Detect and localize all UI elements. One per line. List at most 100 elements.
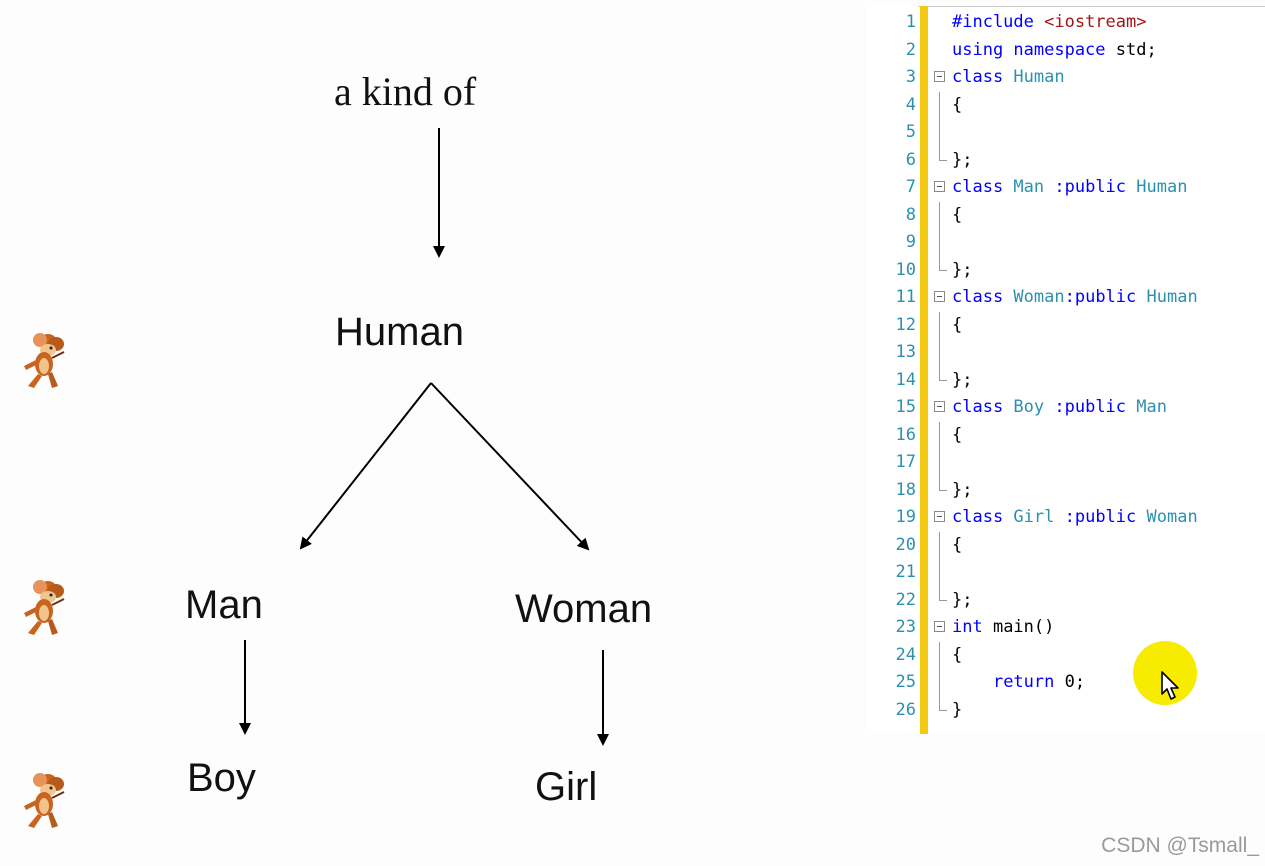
fold-guide-line: [939, 201, 940, 229]
fold-end-line: [939, 586, 947, 601]
fold-end-line: [939, 146, 947, 161]
watermark: CSDN @Tsmall_: [1101, 834, 1259, 857]
line-number: 23: [895, 617, 916, 637]
change-tracking-bar: [920, 6, 928, 734]
code-line[interactable]: 1 #include <iostream>: [866, 9, 1265, 37]
code-token-plain: {: [952, 424, 963, 445]
fold-guide-line: [939, 531, 940, 559]
jerry-mouse-icon: [24, 580, 65, 635]
code-line[interactable]: 9: [866, 229, 1265, 257]
fold-end-line: [939, 366, 947, 381]
collapse-toggle-icon[interactable]: [934, 291, 945, 302]
arrow-human-to-man: [299, 382, 432, 550]
code-line[interactable]: 14};: [866, 366, 1265, 395]
code-text: class Girl :public Woman: [952, 504, 1198, 532]
node-human: Human: [335, 310, 464, 354]
code-token-plain: {: [952, 644, 963, 665]
node-woman: Woman: [515, 587, 653, 631]
cursor-highlight: [1133, 641, 1197, 705]
code-text: {: [952, 422, 962, 450]
jerry-mouse-icon: [24, 333, 65, 388]
code-text: };: [952, 477, 972, 505]
code-line[interactable]: 17: [866, 449, 1265, 477]
line-number: 14: [895, 369, 916, 390]
code-token-keyword: return: [992, 672, 1065, 692]
node-man: Man: [185, 583, 263, 627]
fold-guide-line: [939, 641, 940, 669]
code-line[interactable]: 24{: [866, 641, 1265, 670]
code-line[interactable]: 25 return 0;: [866, 669, 1265, 697]
line-number: 22: [895, 589, 916, 610]
line-number: 4: [905, 94, 916, 115]
code-line[interactable]: 21: [866, 559, 1265, 587]
arrow-human-to-woman: [430, 382, 590, 551]
code-token-plain: {: [952, 314, 963, 335]
code-line[interactable]: 10};: [866, 256, 1265, 285]
collapse-toggle-icon[interactable]: [934, 181, 945, 192]
code-token-plain: main(): [992, 617, 1055, 637]
collapse-toggle-icon[interactable]: [934, 71, 945, 82]
line-number: 8: [905, 204, 916, 225]
code-line[interactable]: 6};: [866, 146, 1265, 175]
code-token-keyword: :public: [1064, 287, 1147, 307]
code-text: {: [952, 202, 962, 230]
code-line[interactable]: 15 class Boy :public Man: [866, 394, 1265, 422]
code-line[interactable]: 26}: [866, 696, 1265, 725]
line-number: 15: [895, 397, 916, 417]
code-token-plain: };: [952, 259, 973, 280]
code-line[interactable]: 8{: [866, 201, 1265, 230]
code-line[interactable]: 20 {: [866, 531, 1265, 560]
code-token-keyword: :public: [1064, 507, 1147, 527]
code-text: {: [952, 92, 962, 120]
code-token-plain: }: [952, 699, 963, 720]
code-line[interactable]: 18};: [866, 476, 1265, 505]
fold-guide-line: [939, 559, 940, 587]
line-number-gutter: [866, 6, 918, 734]
code-line[interactable]: 12 {: [866, 311, 1265, 339]
code-token-keyword: class: [952, 67, 1014, 87]
code-line[interactable]: 16 {: [866, 421, 1265, 450]
node-girl: Girl: [535, 765, 598, 809]
code-token-plain: 0;: [1064, 672, 1086, 692]
jerry-mouse-icon: [24, 773, 65, 828]
fold-guide-line: [939, 421, 940, 449]
code-text: return 0;: [952, 669, 1085, 697]
collapse-toggle-icon[interactable]: [934, 511, 945, 522]
collapse-toggle-icon[interactable]: [934, 401, 945, 412]
code-line[interactable]: 22};: [866, 586, 1265, 615]
line-number: 26: [895, 699, 916, 720]
line-number: 18: [895, 479, 916, 500]
line-number: 25: [895, 672, 916, 692]
code-token-plain: };: [952, 479, 973, 500]
code-text: {: [952, 642, 962, 670]
line-number: 12: [895, 314, 916, 335]
code-text: class Boy :public Man: [952, 394, 1167, 422]
code-token-keyword: class: [952, 507, 1014, 527]
code-text: class Human: [952, 64, 1065, 92]
line-number: 20: [895, 534, 916, 555]
code-text: }: [952, 697, 962, 725]
code-token-plain: };: [952, 589, 973, 610]
line-number: 16: [895, 424, 916, 445]
code-token-type: Woman: [1146, 507, 1198, 527]
fold-guide-line: [939, 311, 940, 339]
editor-top-border: [866, 6, 1265, 7]
code-text: #include <iostream>: [952, 9, 1146, 37]
fold-guide-line: [939, 449, 940, 477]
code-line[interactable]: 13: [866, 339, 1265, 367]
fold-guide-line: [939, 91, 940, 119]
code-text: {: [952, 532, 962, 560]
line-number: 1: [905, 12, 916, 32]
collapse-toggle-icon[interactable]: [934, 621, 945, 632]
code-token-string: <iostream>: [1044, 12, 1147, 32]
code-line[interactable]: 5: [866, 119, 1265, 147]
line-number: 10: [895, 259, 916, 280]
code-line[interactable]: 4{: [866, 91, 1265, 120]
